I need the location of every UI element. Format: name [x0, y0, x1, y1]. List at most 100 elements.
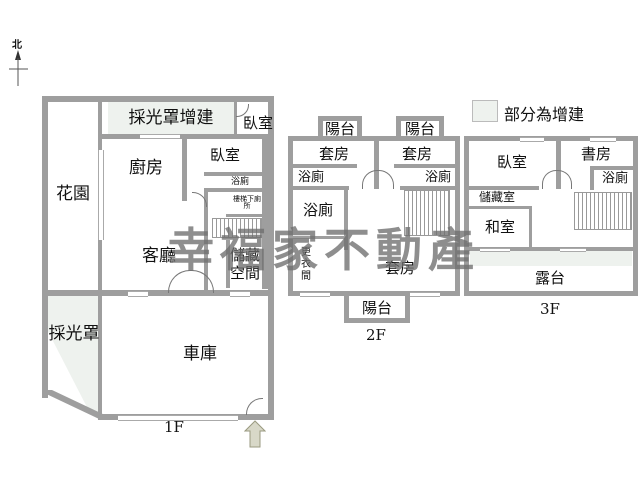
room-label: 陽台 — [404, 119, 435, 138]
room-label: 採光罩增建 — [128, 107, 214, 128]
floor-label-3f: 3F — [540, 300, 560, 318]
wall — [633, 136, 638, 296]
room-label: 客廳 — [142, 245, 176, 266]
room-label: 陽台 — [361, 298, 392, 317]
window — [590, 137, 616, 142]
room-label: 套房 — [318, 144, 349, 163]
wall — [318, 116, 362, 121]
wall — [464, 136, 469, 296]
legend-swatch — [472, 100, 498, 122]
wall — [357, 116, 362, 138]
room-label: 露台 — [534, 268, 565, 287]
north-arrow-icon — [9, 50, 28, 86]
wall — [182, 139, 187, 201]
room-label: 儲藏空間 — [229, 246, 260, 282]
room-label: 臥室 — [209, 145, 240, 164]
wall — [469, 186, 539, 190]
wall — [318, 116, 323, 138]
staircase — [212, 218, 262, 238]
wall — [374, 141, 379, 189]
room-label: 臥室 — [496, 152, 527, 171]
wall — [262, 139, 268, 289]
addition-area — [470, 250, 632, 266]
window — [520, 137, 544, 142]
wall — [396, 116, 401, 138]
wall — [43, 390, 104, 420]
wall — [529, 206, 532, 250]
wall — [405, 296, 410, 322]
wall — [464, 291, 638, 296]
legend-label: 部分為增建 — [504, 105, 585, 124]
entry-arrow-icon — [244, 420, 266, 448]
wall — [344, 296, 349, 322]
wall — [439, 116, 444, 138]
room-label: 廚房 — [129, 157, 163, 178]
window — [560, 248, 586, 252]
wall — [226, 214, 266, 217]
wall — [344, 190, 348, 250]
wall — [400, 186, 456, 190]
room-label: 儲藏室 — [478, 190, 515, 204]
wall — [288, 136, 293, 296]
wall — [469, 247, 633, 251]
wall — [42, 96, 48, 398]
wall — [288, 136, 460, 141]
room-label: 樓梯下廁所 — [233, 195, 261, 210]
wall — [464, 136, 638, 141]
room-label: 套房 — [401, 144, 432, 163]
window — [230, 291, 250, 297]
staircase — [574, 192, 632, 230]
wall — [204, 172, 264, 176]
compass: 北 — [8, 36, 32, 86]
wall — [455, 136, 460, 296]
window — [118, 415, 238, 421]
wall — [590, 166, 634, 170]
room-label: 書房 — [580, 144, 611, 163]
wall — [396, 116, 444, 121]
wall — [288, 291, 460, 296]
room-label: 花園 — [56, 183, 90, 204]
window — [140, 134, 180, 139]
room-label: 臥室 — [242, 113, 273, 132]
wall — [293, 236, 347, 239]
room-label: 車庫 — [183, 343, 217, 364]
addition-area — [108, 102, 234, 134]
wall — [204, 188, 264, 192]
wall — [394, 164, 456, 168]
wall — [234, 102, 237, 134]
entry-door[interactable] — [246, 398, 263, 415]
window — [98, 150, 104, 240]
room-label: 浴廁 — [302, 200, 333, 219]
door[interactable] — [362, 170, 394, 189]
staircase — [404, 190, 450, 236]
floor-1f-plan: 採光罩增建 臥室 花園 廚房 臥室 浴廁 樓梯下廁所 客廳 儲藏空間 採光罩 車… — [0, 0, 280, 448]
room-label: 浴廁 — [230, 176, 249, 187]
floor-label-2f: 2F — [366, 326, 386, 344]
wall — [293, 186, 349, 190]
window — [300, 292, 330, 297]
wall — [590, 166, 594, 190]
wall — [469, 206, 529, 209]
room-label: 和室 — [484, 217, 515, 236]
room-label: 陽台 — [324, 119, 355, 138]
room-label: 更衣間 — [301, 247, 311, 282]
door[interactable] — [542, 170, 572, 189]
wall — [102, 134, 274, 139]
wall — [268, 96, 274, 420]
room-label: 浴廁 — [424, 169, 451, 185]
wall — [556, 141, 561, 189]
wall — [98, 102, 102, 420]
wall — [293, 164, 357, 168]
window — [480, 248, 510, 252]
room-label: 浴廁 — [297, 169, 324, 185]
room-label: 浴廁 — [601, 170, 628, 186]
window — [128, 291, 148, 297]
window — [410, 292, 440, 297]
wall — [344, 318, 410, 323]
wall — [204, 188, 208, 290]
compass-north-label: 北 — [12, 40, 22, 51]
wall — [42, 96, 274, 102]
floor-label-1f: 1F — [164, 418, 184, 436]
room-label: 套房 — [384, 258, 415, 277]
room-label: 採光罩 — [48, 323, 100, 344]
